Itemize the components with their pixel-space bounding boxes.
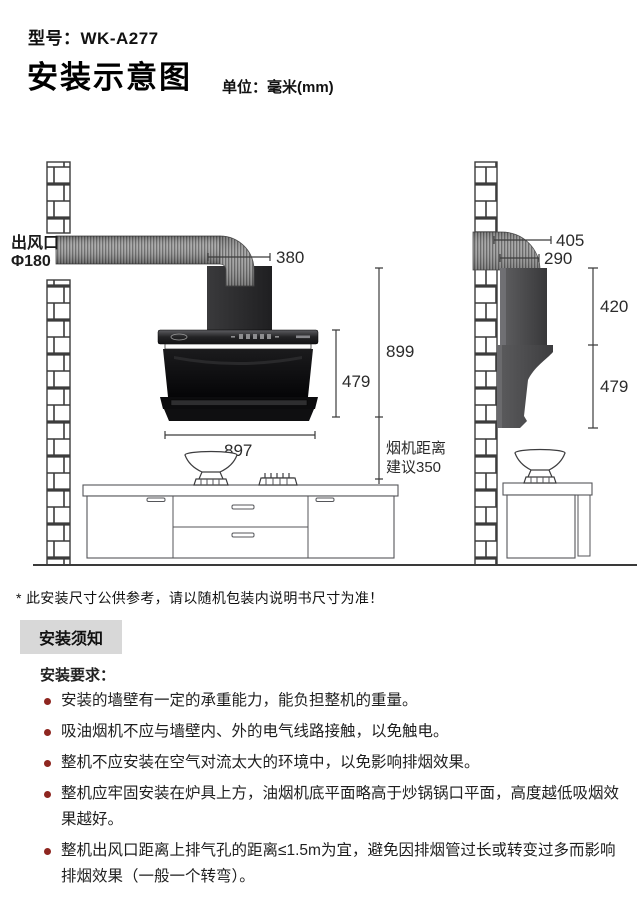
dim-899: 899	[386, 342, 414, 361]
dim-479-front: 479	[342, 372, 370, 391]
requirement-text: 整机不应安装在空气对流太大的环境中，以免影响排烟效果。	[61, 754, 480, 771]
dim-380: 380	[276, 248, 304, 267]
hood-model-print	[296, 335, 310, 339]
dim-line-899	[375, 267, 383, 418]
hood-control-buttons	[231, 334, 279, 339]
notice-section-title: 安装须知	[20, 620, 123, 654]
bullet-dot	[44, 791, 51, 798]
wok-front	[184, 450, 238, 486]
requirement-item: 整机出风口距离上排气孔的距离≤1.5m为宜，避免因排烟管过长或转变过多而影响排烟…	[42, 838, 624, 890]
model-value: WK-A277	[80, 29, 159, 48]
dim-479-side: 479	[600, 377, 628, 396]
hood-distance-line1: 烟机距离	[386, 440, 446, 457]
requirements-title: 安装要求：	[40, 667, 116, 684]
right-brick-wall	[474, 161, 498, 566]
kitchen-cabinet-side	[502, 482, 593, 559]
side-view: 405 290 420 479	[472, 231, 628, 559]
range-hood-front	[157, 329, 319, 421]
model-label: 型号：	[28, 29, 81, 48]
bullet-dot	[44, 760, 51, 767]
bullet-dot	[44, 729, 51, 736]
page-title: 安装示意图	[27, 60, 192, 95]
wok-side	[514, 448, 566, 484]
dim-line-hood-distance	[375, 417, 383, 484]
installation-diagram: 出风口 Φ180 380	[11, 161, 637, 566]
dim-line-290	[499, 254, 540, 262]
gas-burner-front	[258, 473, 298, 486]
requirement-text: 吸油烟机不应与墙壁内、外的电气线路接触，以免触电。	[61, 723, 449, 740]
dim-line-405	[493, 236, 552, 244]
requirement-item: 安装的墙壁有一定的承重能力，能负担整机的重量。	[42, 688, 624, 714]
left-brick-wall	[46, 161, 71, 566]
outlet-label-line1: 出风口	[11, 233, 59, 252]
bullet-dot	[44, 698, 51, 705]
hood-light-strip	[164, 343, 312, 350]
front-view: 出风口 Φ180 380	[11, 233, 446, 559]
hood-distance-line2: 建议350	[386, 459, 441, 476]
requirement-text: 安装的墙壁有一定的承重能力，能负担整机的重量。	[61, 692, 418, 709]
hood-glass-panel	[163, 349, 313, 397]
requirement-text: 整机应牢固安装在炉具上方，油烟机底平面略高于炒锅锅口平面，高度越低吸烟效果越好。	[61, 785, 620, 828]
requirement-item: 吸油烟机不应与墙壁内、外的电气线路接触，以免触电。	[42, 719, 624, 745]
dim-420: 420	[600, 297, 628, 316]
requirement-item: 整机应牢固安装在炉具上方，油烟机底平面略高于炒锅锅口平面，高度越低吸烟效果越好。	[42, 781, 624, 833]
hood-logo	[170, 333, 188, 341]
model-line: 型号：WK-A277	[28, 24, 159, 49]
requirement-item: 整机不应安装在空气对流太大的环境中，以免影响排烟效果。	[42, 750, 624, 776]
dim-line-479-front	[332, 329, 340, 418]
dim-line-897	[164, 431, 316, 439]
bullet-dot	[44, 848, 51, 855]
dim-line-380	[207, 253, 271, 261]
dim-line-420	[588, 267, 598, 346]
dim-line-479-side	[588, 345, 598, 429]
range-hood-side	[497, 268, 553, 428]
unit-label: 单位：毫米(mm)	[222, 79, 334, 96]
exhaust-duct-front	[55, 235, 255, 287]
requirements-list: 安装的墙壁有一定的承重能力，能负担整机的重量。 吸油烟机不应与墙壁内、外的电气线…	[42, 688, 624, 895]
dim-405: 405	[556, 231, 584, 250]
exhaust-duct-side	[472, 231, 541, 271]
requirement-text: 整机出风口距离上排气孔的距离≤1.5m为宜，避免因排烟管过长或转变过多而影响排烟…	[61, 842, 616, 885]
hood-suction-groove	[170, 399, 308, 406]
hood-bottom-lip	[164, 409, 314, 421]
kitchen-cabinet-front	[82, 484, 399, 559]
disclaimer-note: * 此安装尺寸公供参考，请以随机包装内说明书尺寸为准！	[16, 590, 384, 606]
outlet-label-line2: Φ180	[11, 253, 51, 270]
dim-290: 290	[544, 249, 572, 268]
